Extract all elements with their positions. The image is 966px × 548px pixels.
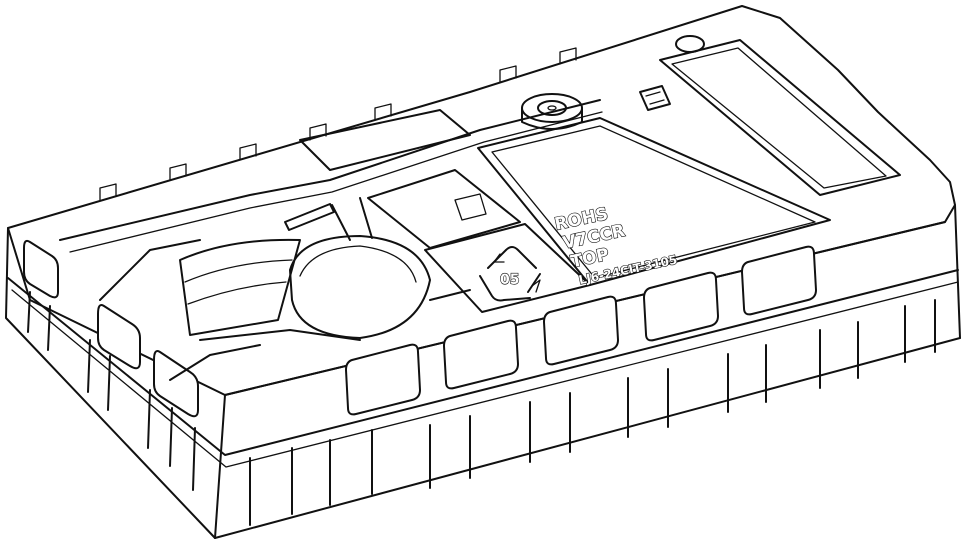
- rim-pockets-side: [23, 239, 199, 418]
- recycle-code: 05: [500, 272, 519, 288]
- connector-detail: [639, 35, 705, 111]
- tray-body: [5, 5, 961, 539]
- top-rim-notches: [99, 47, 577, 201]
- side-skirt-ribs: [27, 291, 196, 491]
- embossed-markings: ROHS V7CCR TOP LJ6-24CIT-3105: [552, 203, 679, 287]
- rim-pockets-front: [345, 245, 817, 416]
- front-skirt-ribs: [249, 299, 936, 526]
- recycle-icon: 05: [479, 246, 541, 302]
- locating-boss: [521, 93, 583, 130]
